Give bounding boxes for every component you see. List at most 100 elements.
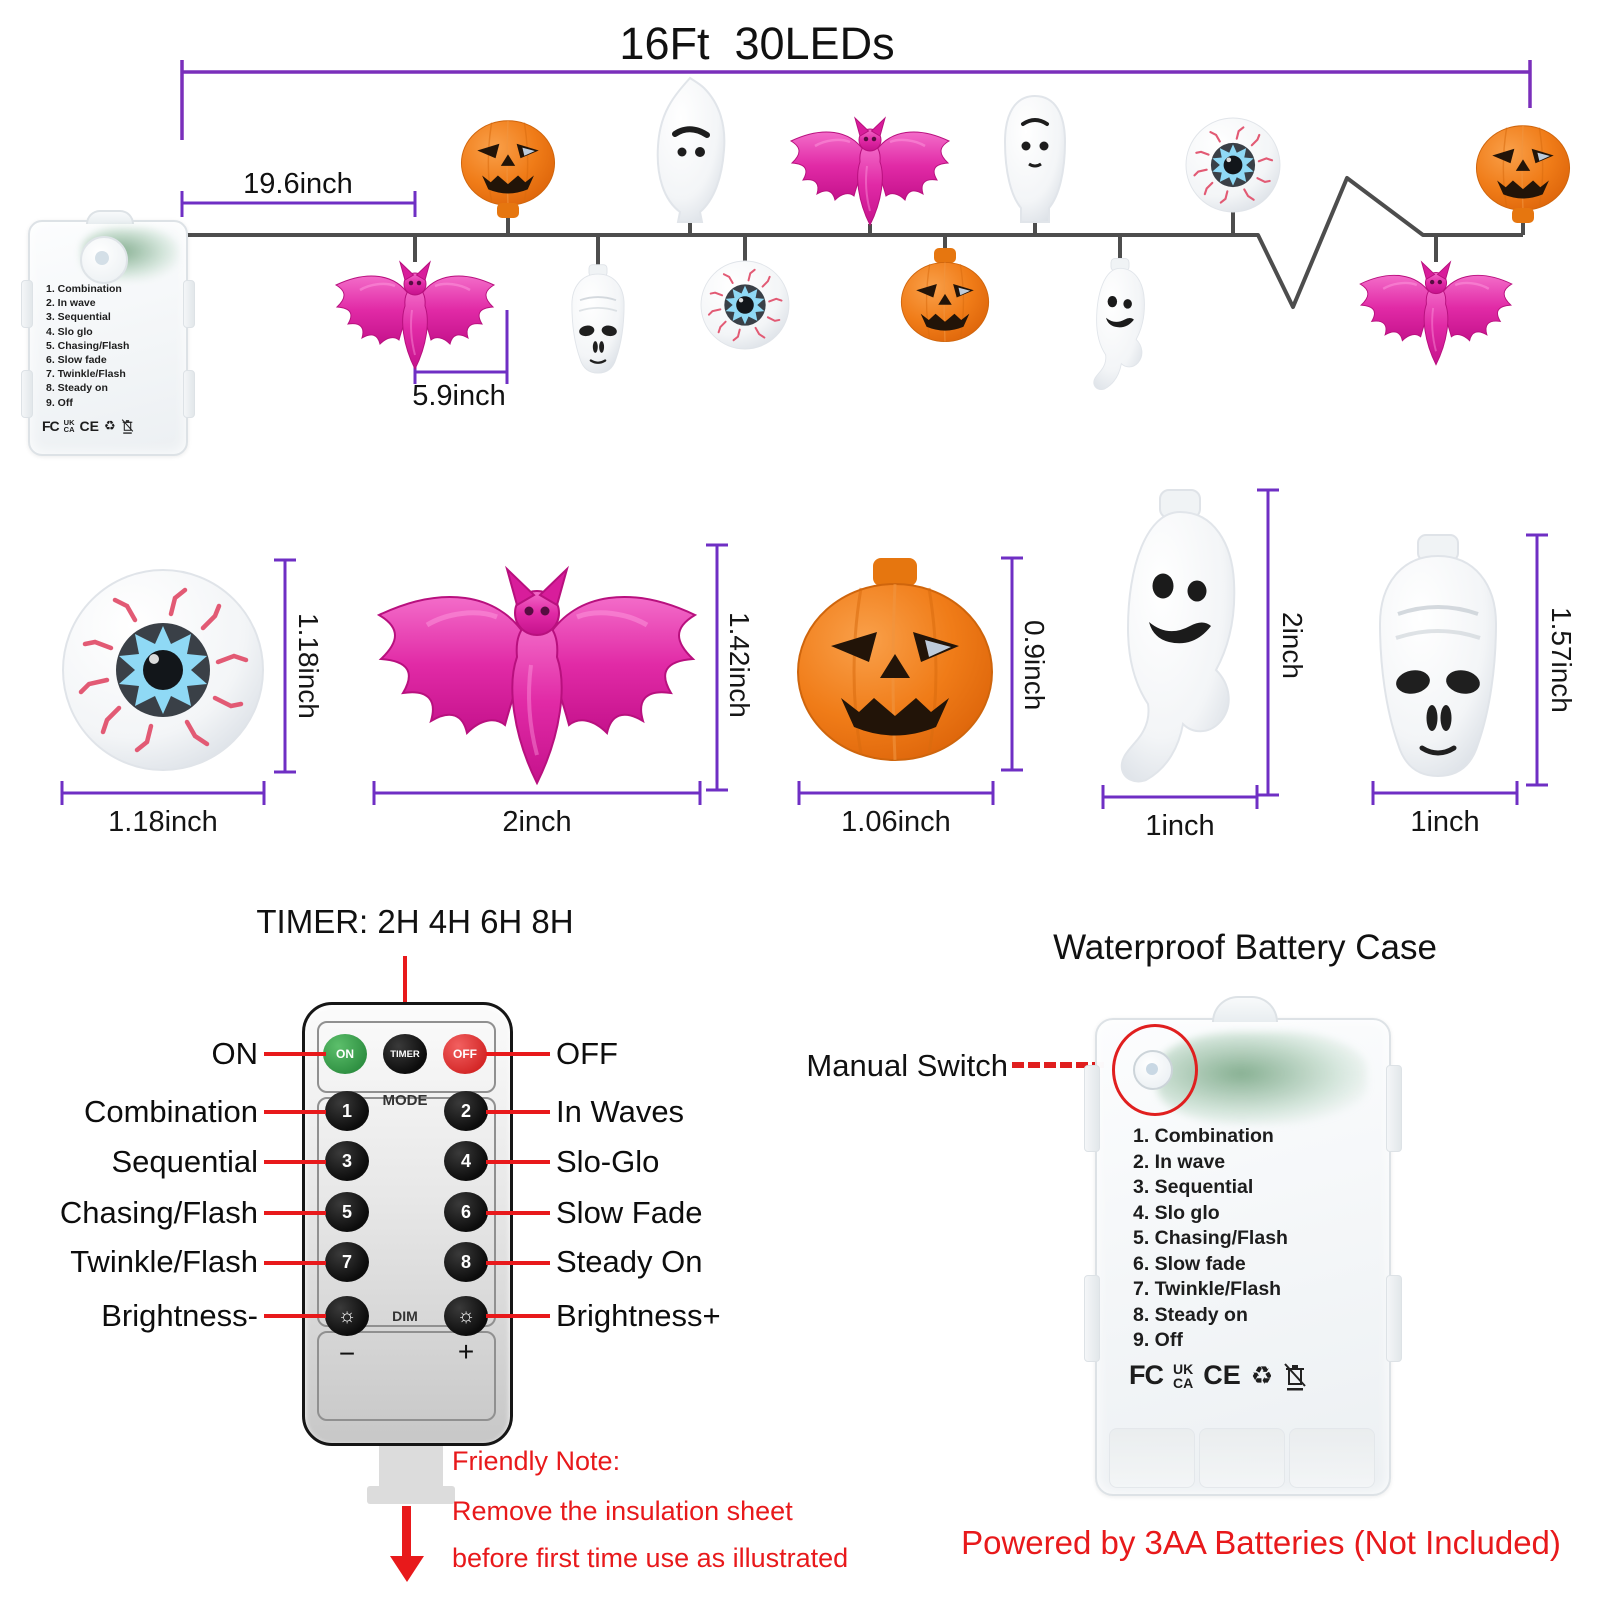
pumpkin-stub xyxy=(497,203,519,218)
callout-line xyxy=(486,1314,550,1318)
mode-item: 9. Off xyxy=(46,396,73,409)
mode-item: 8. Steady on xyxy=(46,382,108,395)
weee-bin-icon xyxy=(1284,1362,1306,1390)
label-sequential: Sequential xyxy=(111,1144,258,1179)
skull-width-label: 1inch xyxy=(1410,806,1480,838)
pumpkin-ornament xyxy=(900,261,990,343)
pumpkin-stub xyxy=(1512,208,1534,223)
mode-item: 5. Chasing/Flash xyxy=(1133,1227,1288,1249)
eyeball-width-label: 1.18inch xyxy=(108,806,218,838)
label-steady-on: Steady On xyxy=(556,1244,703,1279)
callout-line xyxy=(486,1110,550,1114)
mode-6-button: 6 xyxy=(444,1192,488,1232)
manual-switch-label: Manual Switch xyxy=(806,1048,1008,1083)
label-slow-fade: Slow Fade xyxy=(556,1195,703,1230)
timer-button: TIMER xyxy=(383,1034,427,1074)
callout-line xyxy=(264,1110,326,1114)
pumpkin-stub xyxy=(873,558,917,586)
battery-slot xyxy=(1109,1428,1195,1488)
ghost-large xyxy=(1120,489,1236,783)
power-source-note: Powered by 3AA Batteries (Not Included) xyxy=(961,1524,1561,1561)
mode-item: 5. Chasing/Flash xyxy=(46,339,130,352)
mode-8-button: 8 xyxy=(444,1242,488,1282)
recycle-icon: ♻ xyxy=(1250,1361,1274,1390)
mode-item: 6. Slow fade xyxy=(1133,1252,1246,1275)
case-clip xyxy=(183,280,195,328)
bat-width-label: 2inch xyxy=(502,806,572,838)
manual-switch-button xyxy=(80,236,128,284)
case-clip xyxy=(21,370,33,418)
pumpkin-stub xyxy=(934,248,956,263)
spacing-label: 5.9inch xyxy=(412,380,506,412)
case-clip xyxy=(21,280,33,328)
friendly-note-title: Friendly Note: xyxy=(452,1446,621,1476)
recycle-icon: ♻ xyxy=(103,418,116,433)
friendly-note-line2: before first time use as illustrated xyxy=(452,1543,849,1573)
callout-line xyxy=(264,1160,326,1164)
ghost-width-label: 1inch xyxy=(1145,810,1215,842)
callout-line xyxy=(264,1314,326,1318)
dimension-lines xyxy=(60,488,1548,809)
eyeball-height-label: 1.18inch xyxy=(293,612,324,719)
mode-item: 4. Slo glo xyxy=(1133,1201,1220,1224)
mode-item: 1. Combination xyxy=(46,283,122,295)
bat-large xyxy=(379,569,695,783)
callout-line xyxy=(486,1160,550,1164)
case-clip xyxy=(1386,1275,1402,1362)
label-slo-glo: Slo-Glo xyxy=(556,1144,660,1179)
friendly-note-line1: Remove the insulation sheet xyxy=(452,1496,793,1526)
pumpkin-ornament xyxy=(460,120,556,206)
mode-3-button: 3 xyxy=(325,1141,369,1181)
off-button: OFF xyxy=(443,1034,487,1074)
fcc-mark: FC xyxy=(42,418,60,434)
callout-line xyxy=(486,1261,550,1265)
mode-item: 9. Off xyxy=(1133,1329,1183,1351)
eyeball-ornament xyxy=(700,260,790,350)
mode-1-button: 1 xyxy=(325,1091,369,1131)
eyeball-ornament xyxy=(1184,116,1282,214)
skull-ornament xyxy=(570,263,626,375)
brightness-down-button: ☼ xyxy=(325,1296,369,1336)
mode-item: 6. Slow fade xyxy=(46,354,107,367)
case-clip xyxy=(1386,1065,1402,1152)
battery-slot xyxy=(1199,1428,1285,1488)
label-chasing-flash: Chasing/Flash xyxy=(59,1195,258,1230)
case-clip xyxy=(183,370,195,418)
plus-sign: + xyxy=(457,1336,475,1367)
callout-line xyxy=(486,1211,550,1215)
pumpkin-width-label: 1.06inch xyxy=(841,806,951,838)
insulation-sheet-flange xyxy=(367,1486,455,1504)
manual-switch-callout-line xyxy=(1012,1062,1104,1068)
mode-item: 2. In wave xyxy=(1133,1150,1226,1173)
pumpkin-large xyxy=(796,582,994,762)
case-clip xyxy=(1084,1065,1100,1152)
fcc-mark: FC xyxy=(1129,1360,1164,1390)
callout-line xyxy=(486,1052,550,1056)
bat-height-label: 1.42inch xyxy=(724,612,755,718)
label-off: OFF xyxy=(556,1036,618,1071)
ghost-height-label: 2inch xyxy=(1277,611,1308,679)
on-button: ON xyxy=(323,1034,367,1074)
mode-item: 8. Steady on xyxy=(1133,1303,1248,1326)
weee-bin-icon xyxy=(121,419,133,434)
pull-arrow-shaft xyxy=(402,1506,411,1558)
mode-item: 7. Twinkle/Flash xyxy=(46,368,126,381)
label-on: ON xyxy=(211,1036,259,1071)
mode-item: 1. Combination xyxy=(1133,1125,1274,1147)
mode-2-button: 2 xyxy=(444,1091,488,1131)
sun-dim-icon: ☼ xyxy=(337,1304,357,1327)
minus-sign: − xyxy=(338,1338,356,1369)
mode-list: 1. Combination 2. In wave 3. Sequential … xyxy=(46,282,129,410)
ornament-stems xyxy=(413,212,1525,265)
mode-5-button: 5 xyxy=(325,1192,369,1232)
label-brightness-minus: Brightness- xyxy=(101,1298,258,1333)
pumpkin-height-label: 0.9inch xyxy=(1019,619,1050,711)
skull-large xyxy=(1380,535,1496,776)
ce-mark: CE xyxy=(1203,1360,1241,1390)
mode-item: 4. Slo glo xyxy=(46,325,93,338)
battery-case-title: Waterproof Battery Case xyxy=(1053,928,1437,967)
